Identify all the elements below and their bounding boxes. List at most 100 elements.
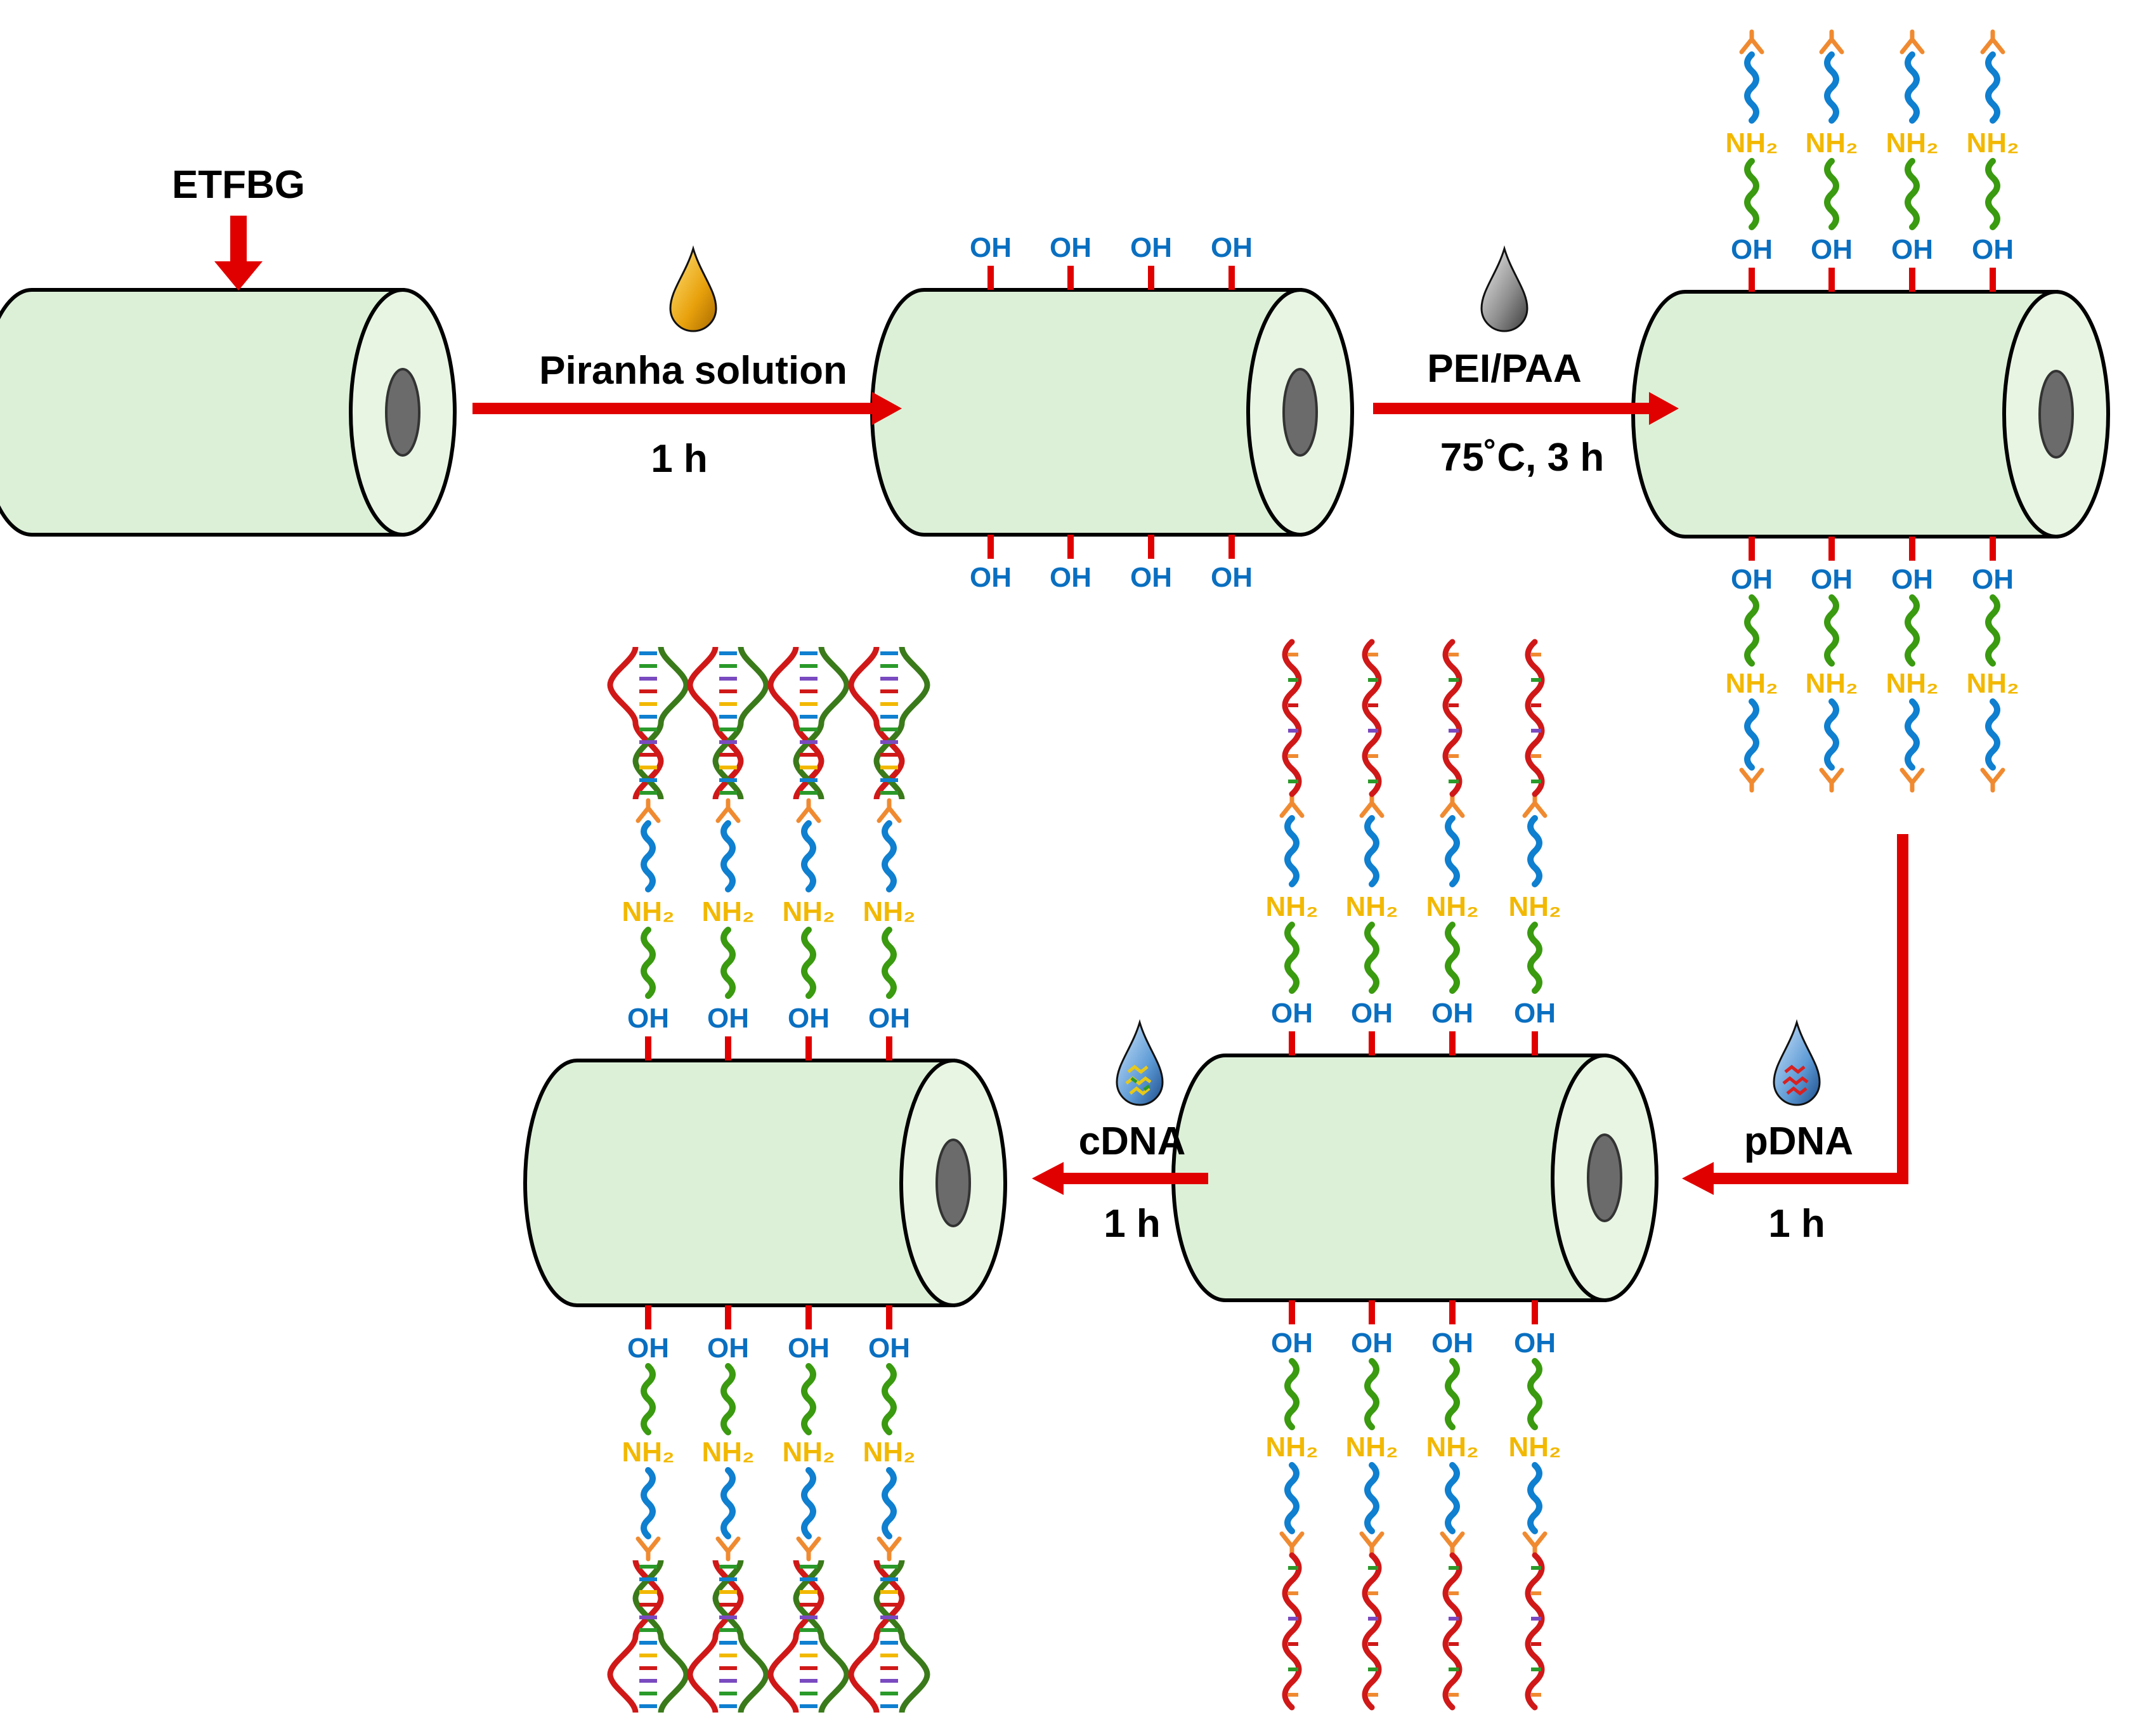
polymer-linker-blue (1284, 1462, 1300, 1534)
single-strand-dna-icon (1442, 639, 1463, 797)
surface-chain: OH (1050, 232, 1092, 290)
dsdna-strand-a (607, 646, 664, 800)
terminal-cap-icon (715, 798, 741, 823)
hydroxyl-label: OH (1130, 562, 1172, 593)
single-strand-dna-icon (1282, 1552, 1302, 1711)
surface-chain: OH (1211, 232, 1253, 290)
fiber-cylinders (0, 288, 2110, 1307)
pdna-droplet-icon (1773, 1019, 1821, 1106)
surface-chain: OH (1130, 535, 1172, 593)
double-helix-dna-icon (687, 646, 769, 800)
hydroxyl-label: OH (1351, 1328, 1393, 1359)
dsdna-strand-a (848, 646, 905, 800)
polymer-linker-green (1527, 1358, 1542, 1430)
terminal-cap-icon (1279, 793, 1305, 818)
hydroxyl-label: OH (1351, 998, 1393, 1029)
polymer-linker-green (641, 1363, 656, 1435)
hydroxyl-label: OH (1271, 998, 1313, 1029)
hydroxyl-label: OH (1514, 1328, 1556, 1359)
amine-label: NH₂ (1508, 1432, 1561, 1463)
fiber-cylinder-bare-fiber (0, 288, 457, 537)
polymer-linker-green (1445, 922, 1460, 994)
step3-time-label: 1 h (1768, 1202, 1825, 1246)
ssdna-backbone (1362, 1552, 1382, 1711)
polymer-linker-green (1445, 1358, 1460, 1430)
polymer-linker-green (801, 927, 816, 999)
hydroxyl-label: OH (1972, 234, 2014, 265)
single-strand-dna-icon (1362, 639, 1382, 797)
dsdna-strand-a (767, 646, 824, 800)
dsdna-strand-b (793, 646, 850, 800)
terminal-cap-icon (1359, 793, 1385, 818)
ssdna-backbone (1282, 639, 1302, 797)
amine-label: NH₂ (622, 896, 674, 927)
amine-label: NH₂ (1886, 668, 1938, 699)
polymer-linker-green (1284, 1358, 1300, 1430)
terminal-cap-icon (1739, 767, 1764, 793)
arrow-step3 (1682, 834, 1908, 1195)
pei-droplet-icon (1480, 245, 1528, 332)
terminal-cap-icon (1980, 29, 2005, 55)
amine-label: NH₂ (863, 896, 915, 927)
arrow-step2 (1373, 392, 1679, 425)
hydroxyl-label: OH (1891, 564, 1933, 595)
single-strand-dna-icon (1525, 639, 1545, 797)
hydroxyl-label: OH (1514, 998, 1556, 1029)
terminal-cap-icon (877, 1536, 902, 1562)
hydroxyl-label: OH (1050, 562, 1092, 593)
arrow-step2-head (1649, 392, 1679, 425)
amine-label: NH₂ (1805, 127, 1858, 159)
single-strand-dna-icon (1442, 1552, 1463, 1711)
step2-reagent-label: PEI/PAA (1427, 347, 1581, 391)
double-helix-dna-icon (848, 646, 930, 800)
polymer-linker-green (1985, 158, 2000, 230)
amine-label: NH₂ (1886, 127, 1938, 159)
arrow-step3-vertical (1897, 834, 1908, 1184)
polymer-linker-green (882, 1363, 897, 1435)
surface-chain: OH NH₂ (1345, 1300, 1398, 1711)
single-strand-dna-icon (1282, 639, 1302, 797)
amine-label: NH₂ (1966, 668, 2019, 699)
polymer-linker-green (1744, 594, 1759, 667)
arrow-step4-head (1032, 1162, 1064, 1195)
polymer-linker-green (1744, 158, 1759, 230)
hydroxyl-label: OH (1891, 234, 1933, 265)
polymer-linker-blue (882, 820, 897, 892)
polymer-linker-blue (801, 1467, 816, 1539)
polymer-linker-blue (1985, 51, 2000, 124)
terminal-cap-icon (1900, 767, 1925, 793)
ssdna-backbone (1525, 1552, 1545, 1711)
polymer-linker-green (1824, 158, 1839, 230)
cylinder-body (0, 288, 405, 537)
amine-label: NH₂ (1725, 668, 1778, 699)
terminal-cap-icon (1739, 29, 1764, 55)
polymer-linker-blue (1445, 815, 1460, 887)
fiber-core-hole (385, 368, 420, 457)
ssdna-backbone (1442, 639, 1463, 797)
step2-time-label: 75˚C, 3 h (1440, 436, 1604, 480)
terminal-cap-icon (796, 1536, 821, 1562)
cdna-droplet-icon (1116, 1019, 1164, 1106)
polymer-linker-green (720, 927, 736, 999)
polymer-linker-blue (1364, 1462, 1379, 1534)
ssdna-backbone (1362, 639, 1382, 797)
hydroxyl-label: OH (1431, 998, 1473, 1029)
double-helix-dna-icon (607, 646, 689, 800)
amine-label: NH₂ (1345, 1432, 1398, 1463)
arrow-step4-shaft (1056, 1173, 1208, 1184)
polymer-linker-blue (1527, 815, 1542, 887)
surface-chain: OH (970, 232, 1012, 290)
terminal-cap-icon (796, 798, 821, 823)
ssdna-backbone (1525, 639, 1545, 797)
dsdna-strand-a (848, 1560, 905, 1713)
terminal-cap-icon (1279, 1531, 1305, 1557)
